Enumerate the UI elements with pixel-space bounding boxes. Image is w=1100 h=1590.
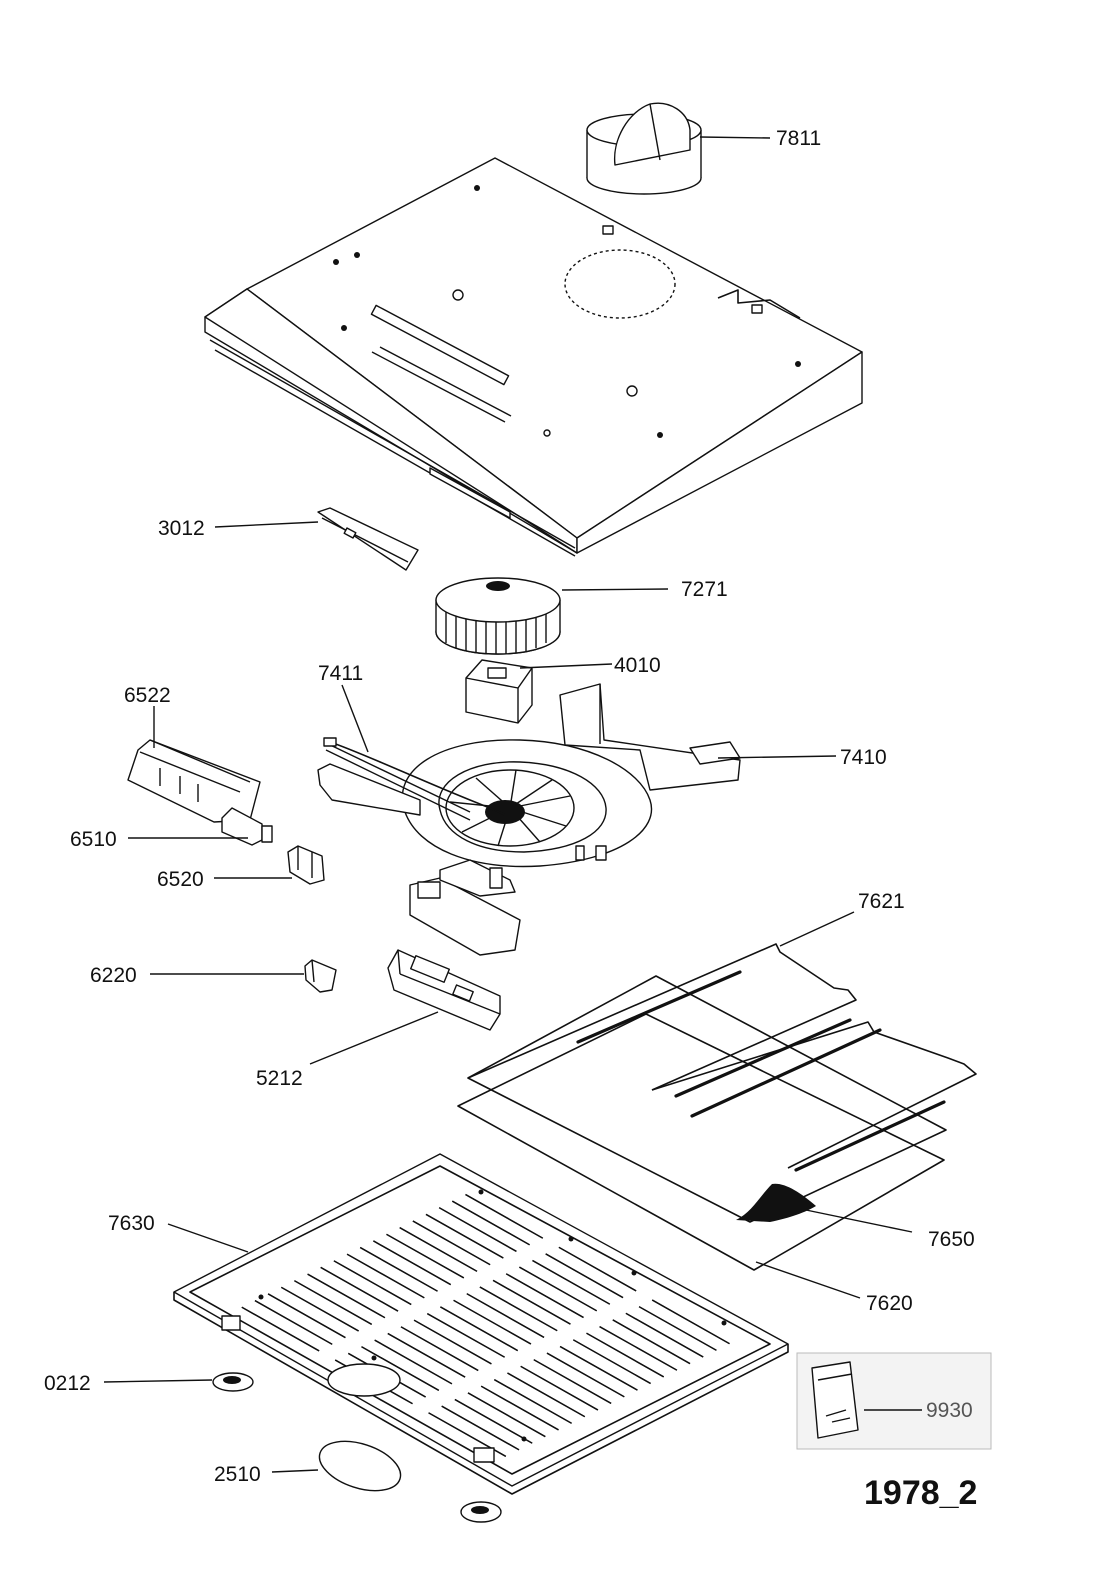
- grille-slot: [546, 1352, 625, 1398]
- grille-slot: [533, 1359, 612, 1405]
- part-3012-switch-cover: [317, 507, 419, 571]
- label-6522: 6522: [124, 684, 171, 707]
- grille-slot: [559, 1345, 638, 1391]
- part-6510-lamp-tube: [221, 807, 273, 846]
- grille-slot: [346, 1253, 425, 1299]
- grille-slot: [467, 1392, 546, 1438]
- part-7650-filter-tab: [736, 1183, 816, 1222]
- label-6510: 6510: [70, 828, 117, 851]
- part-2510-lamp-lens: [318, 1440, 402, 1492]
- part-6220-switch: [304, 959, 337, 993]
- grille-slot: [466, 1293, 545, 1339]
- part-7811-duct-collar: [586, 102, 702, 195]
- grille-slot: [425, 1213, 504, 1259]
- grille-slot: [453, 1299, 532, 1345]
- label-7621: 7621: [858, 890, 905, 913]
- grille-slot: [638, 1306, 717, 1351]
- grille-slot: [280, 1286, 359, 1332]
- label-7411: 7411: [318, 662, 363, 685]
- part-7410-fan-housing: [317, 683, 741, 956]
- grille-slot: [532, 1259, 611, 1305]
- part-7620-filter-sheet: [457, 975, 947, 1271]
- grille-slot: [399, 1226, 478, 1272]
- grille-slot: [586, 1332, 665, 1378]
- grille-slot: [320, 1266, 399, 1312]
- grille-slot: [441, 1405, 520, 1451]
- label-5212: 5212: [256, 1067, 303, 1090]
- grille-slot: [426, 1312, 505, 1358]
- grille-slot: [267, 1293, 346, 1339]
- leader-lines: [103, 136, 922, 1473]
- grille-slot: [545, 1253, 624, 1299]
- grille-slot: [440, 1306, 519, 1352]
- grille-slot: [374, 1339, 453, 1385]
- part-5212-control-board: [387, 949, 501, 1031]
- label-4010: 4010: [614, 654, 661, 677]
- grille-slot: [480, 1385, 559, 1431]
- part-6520-lamp-holder: [287, 845, 325, 885]
- part-9930-screw-bag: [796, 1352, 992, 1450]
- grille-slot: [333, 1260, 412, 1306]
- label-3012: 3012: [158, 517, 205, 540]
- grille-slot: [361, 1346, 440, 1392]
- grille-slot: [387, 1332, 466, 1378]
- part-clip-lower: [460, 1501, 502, 1523]
- label-0212: 0212: [44, 1372, 91, 1395]
- grille-slot: [572, 1339, 651, 1385]
- drawing-id: 1978_2: [864, 1474, 977, 1512]
- label-7811: 7811: [776, 127, 821, 150]
- part-0212-clip: [212, 1372, 254, 1392]
- part-6522-lamp-cover: [127, 739, 261, 823]
- grille-slot: [294, 1280, 373, 1326]
- grille-slot: [254, 1299, 333, 1345]
- hood-body: [204, 157, 863, 557]
- grille-slot: [241, 1306, 320, 1352]
- grille-slot: [505, 1273, 584, 1319]
- part-labels: 7811 3012 7271 4010 7411 6522 7410 6510 …: [44, 127, 977, 1512]
- label-7271: 7271: [681, 578, 728, 601]
- grille-slot: [599, 1325, 678, 1371]
- part-4010-motor: [465, 659, 533, 724]
- grille-slot: [493, 1378, 572, 1424]
- label-6220: 6220: [90, 964, 137, 987]
- label-6520: 6520: [157, 868, 204, 891]
- label-7620: 7620: [866, 1292, 913, 1315]
- grille-slot: [359, 1246, 438, 1292]
- grille-slot: [465, 1193, 544, 1239]
- grille-slot: [307, 1273, 386, 1319]
- grille-slot: [520, 1365, 599, 1411]
- part-7621-grease-filter: [467, 943, 977, 1172]
- grille-slot: [451, 1200, 530, 1246]
- label-7650: 7650: [928, 1228, 975, 1251]
- grille-slot: [479, 1286, 558, 1332]
- grille-slot: [651, 1299, 730, 1345]
- grille-slot: [519, 1266, 598, 1312]
- label-7630: 7630: [108, 1212, 155, 1235]
- grille-slot: [400, 1326, 479, 1372]
- grille-slot: [413, 1319, 492, 1365]
- grille-slot: [386, 1233, 465, 1279]
- grille-slot: [625, 1312, 704, 1358]
- grille-slot: [454, 1398, 533, 1444]
- grille-slot: [438, 1207, 517, 1253]
- grille-slot: [507, 1372, 586, 1418]
- label-2510: 2510: [214, 1463, 261, 1486]
- grille-slot: [412, 1220, 491, 1266]
- part-7411-cable: [323, 737, 506, 816]
- grille-slot: [612, 1319, 691, 1365]
- label-7410: 7410: [840, 746, 887, 769]
- grille-slot: [492, 1279, 571, 1325]
- part-7271-impeller: [435, 577, 561, 655]
- label-9930: 9930: [926, 1399, 973, 1422]
- part-7630-filter-grille: [173, 1153, 789, 1495]
- grille-slot: [558, 1246, 637, 1292]
- grille-slot: [373, 1240, 452, 1286]
